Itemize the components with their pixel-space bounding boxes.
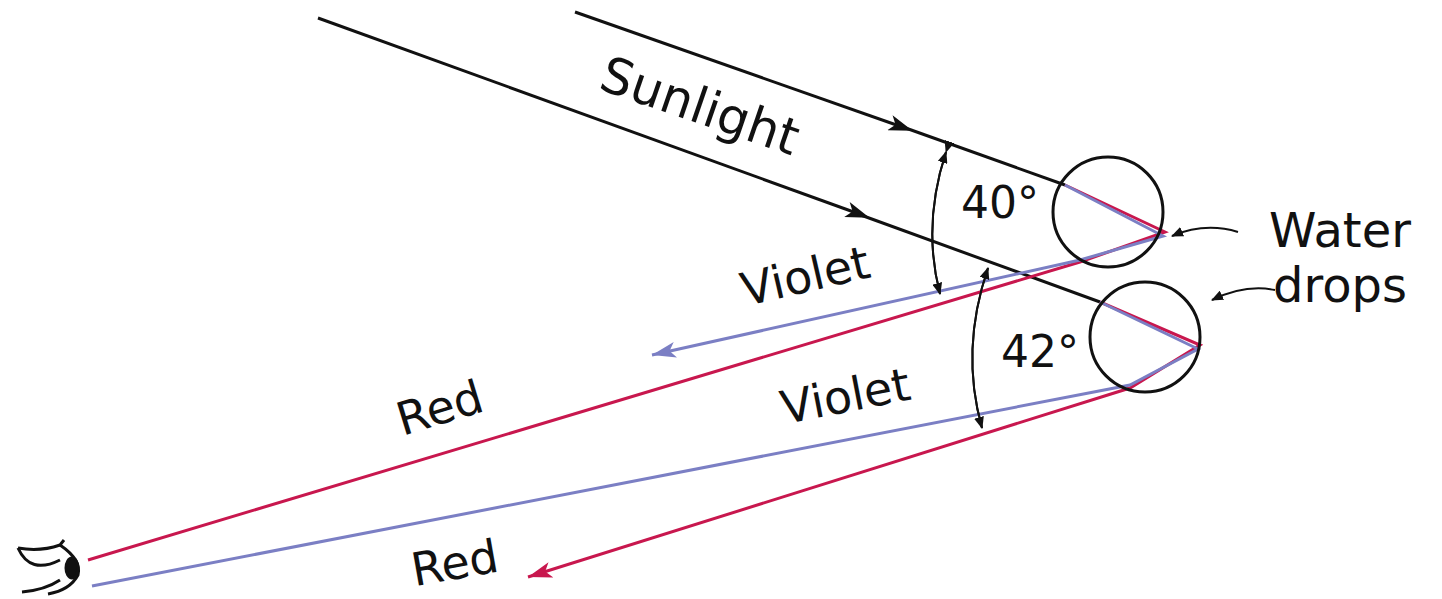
angle-arc [932,152,946,294]
light-label: Sunlight [595,49,806,163]
leader-arrow [1212,288,1275,300]
angle-arc [972,268,988,428]
angle-label: 40° [961,181,1039,225]
water-drop [1053,157,1163,267]
angle-label: 42° [1001,330,1079,374]
color-label: Violet [736,239,874,313]
violet-ray [652,185,1163,355]
water-drop [1090,282,1200,392]
color-label: Red [408,533,502,593]
leader-arrow [1172,228,1238,236]
color-label: Violet [777,361,914,431]
red-ray [88,185,1165,560]
color-label: Red [391,373,488,443]
sunlight-rays [318,12,1100,302]
angle-arc [932,152,946,294]
red-ray [528,302,1200,577]
drop-label: Water drops [1245,203,1435,313]
violet-ray [92,302,1198,586]
angle-arc [972,268,988,428]
eye-symbol [18,540,79,594]
